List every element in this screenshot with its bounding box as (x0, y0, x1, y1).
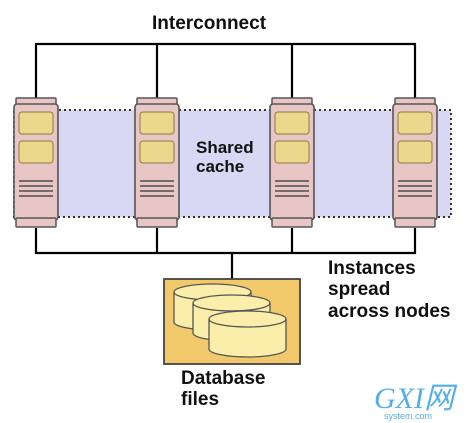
watermark-subtext: system.com (384, 411, 432, 421)
shared-cache-label-line: Shared (196, 138, 254, 157)
shared-cache-label: Shared cache (196, 138, 254, 176)
watermark-logo: GXI网 system.com (374, 382, 458, 421)
database-files-label: Database files (181, 368, 266, 411)
server-node (134, 97, 180, 228)
watermark-text: GXI网 (374, 382, 458, 415)
shared-cache-band (13, 109, 452, 218)
drive-slot (18, 140, 54, 164)
shared-cache-label-line: cache (196, 157, 245, 177)
storage-wiring (34, 228, 417, 280)
instances-label: Instances spread across nodes (328, 258, 451, 322)
interconnect-wiring (34, 42, 417, 100)
instances-label-line: across nodes (328, 300, 451, 322)
database-files-label-line: files (181, 389, 220, 411)
server-bottom-cap (15, 217, 57, 228)
server-bottom-cap (271, 217, 313, 228)
drive-slot (139, 111, 175, 135)
server-bottom-cap (136, 217, 178, 228)
drive-slot (274, 111, 310, 135)
instances-label-line: spread (328, 279, 391, 301)
instances-label-line: Instances (328, 258, 416, 279)
drive-slot (397, 140, 433, 164)
drive-slot (139, 140, 175, 164)
server-node (392, 97, 438, 228)
disk-top (192, 294, 271, 312)
database-disks (173, 283, 287, 358)
server-node (13, 97, 59, 228)
instance-nodes (13, 97, 438, 228)
drive-slot (18, 111, 54, 135)
server-node (269, 97, 315, 228)
server-bottom-cap (394, 217, 436, 228)
drive-slot (274, 140, 310, 164)
interconnect-label: Interconnect (152, 13, 267, 34)
database-files-label-line: Database (181, 368, 266, 389)
drive-slot (397, 111, 433, 135)
disk-top (208, 310, 287, 328)
database-disk (208, 310, 287, 358)
